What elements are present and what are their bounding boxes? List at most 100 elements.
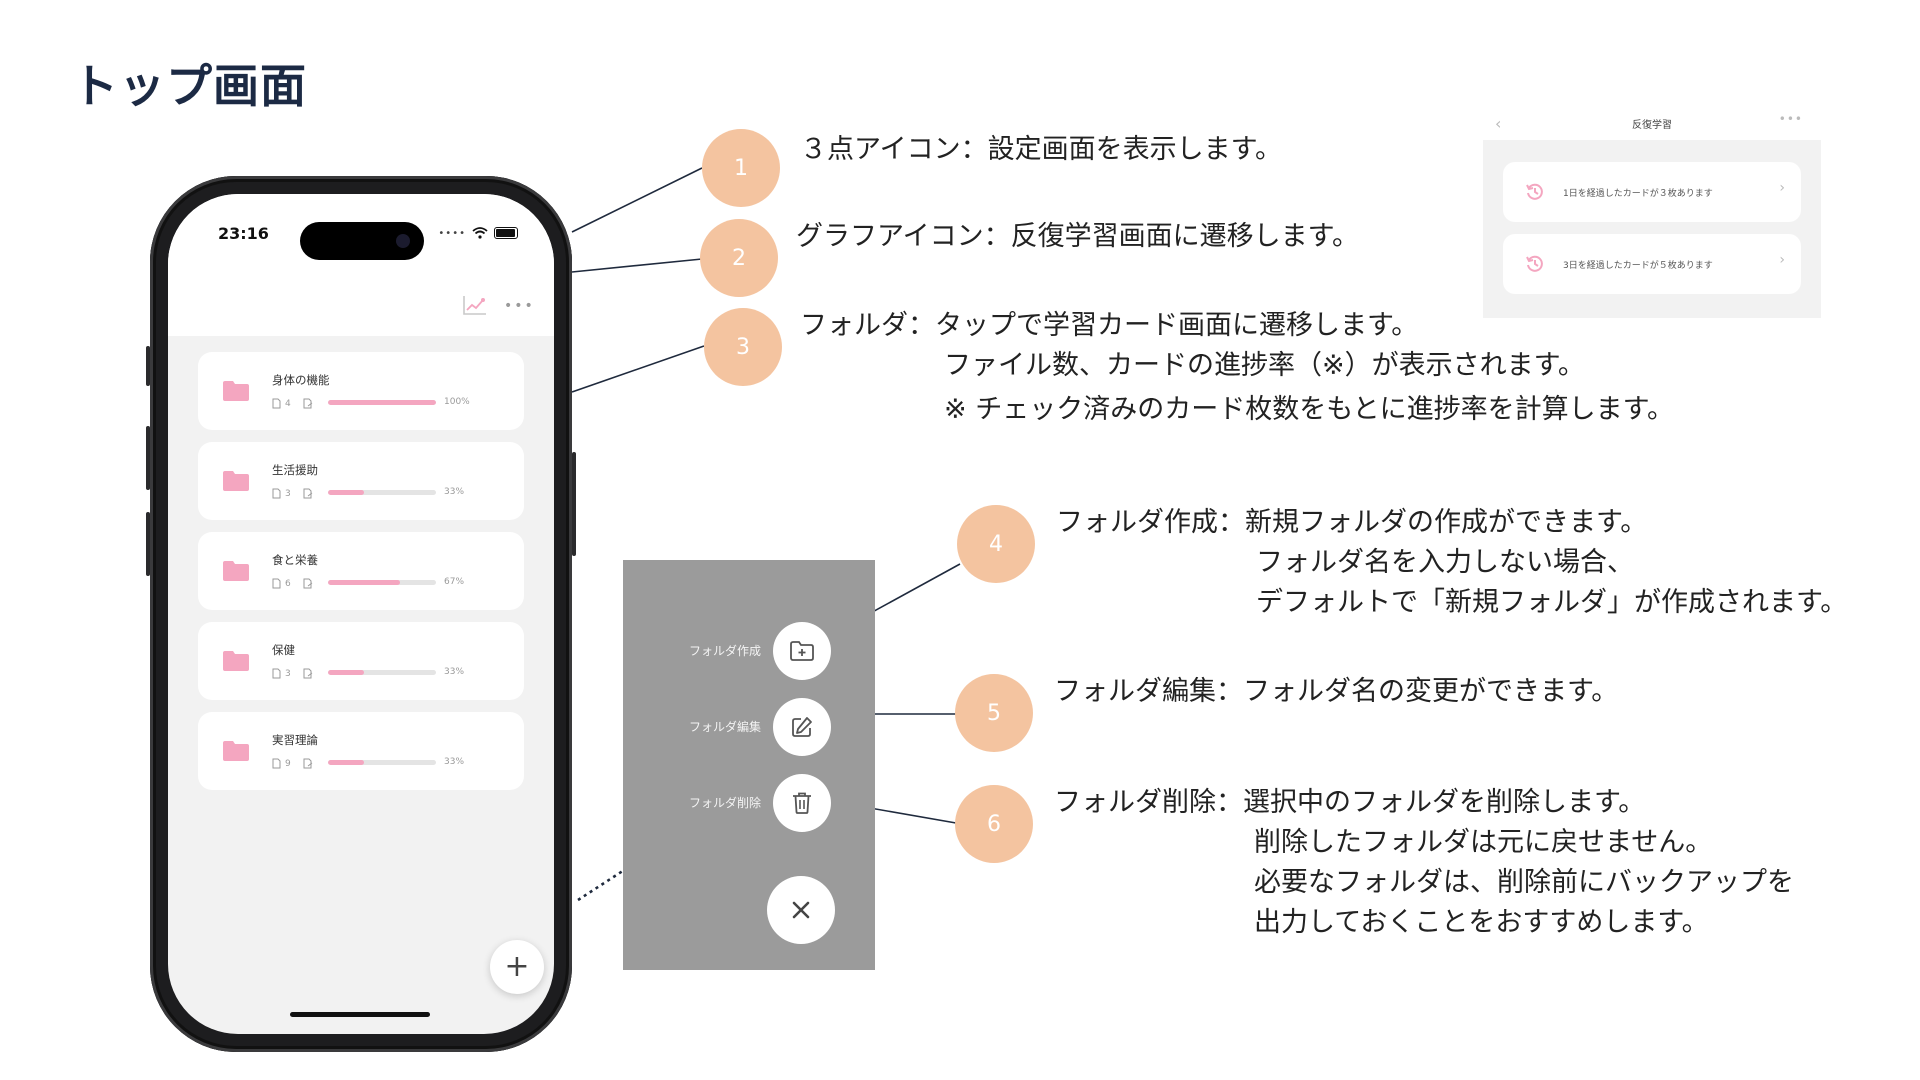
- review-item-text: 3日を経過したカードが５枚あります: [1563, 261, 1713, 271]
- folder-name: 食と栄養: [272, 553, 318, 567]
- card-icon: [303, 668, 313, 679]
- chevron-right-icon: ›: [1779, 180, 1785, 196]
- progress-fill: [328, 400, 436, 405]
- folder-meta: 6: [272, 578, 313, 589]
- callout-badge: 2: [700, 219, 778, 297]
- callout-text: フォルダ削除：選択中のフォルダを削除します。: [1054, 787, 1646, 818]
- progress-bar: [328, 490, 436, 495]
- page-title: トップ画面: [72, 59, 307, 113]
- file-icon: [272, 398, 281, 409]
- callout-text: 削除したフォルダは元に戻せません。: [1254, 827, 1713, 858]
- file-count: 9: [285, 758, 291, 769]
- add-button[interactable]: +: [490, 940, 544, 994]
- progress-label: 33%: [444, 757, 465, 767]
- review-item[interactable]: 1日を経過したカードが３枚あります ›: [1503, 162, 1801, 222]
- graph-icon[interactable]: [462, 294, 488, 316]
- file-icon: [272, 488, 281, 499]
- callout-badge: 4: [957, 505, 1035, 583]
- wifi-icon: [472, 227, 488, 239]
- trash-icon: [793, 792, 811, 814]
- review-screen-title: 反復学習: [1632, 120, 1672, 131]
- pencil-square-icon: [792, 717, 812, 737]
- folder-card[interactable]: 食と栄養 6 67%: [198, 532, 524, 610]
- folder-card[interactable]: 保健 3 33%: [198, 622, 524, 700]
- folder-name: 身体の機能: [272, 373, 330, 387]
- status-time: 23:16: [218, 224, 269, 243]
- folder-icon: [223, 651, 249, 671]
- home-indicator: [290, 1012, 430, 1017]
- file-icon: [272, 668, 281, 679]
- card-icon: [303, 488, 313, 499]
- folder-card[interactable]: 身体の機能 4 100%: [198, 352, 524, 430]
- folder-icon: [223, 381, 249, 401]
- signal-icon: ••••: [438, 227, 466, 239]
- nav-bar: [168, 284, 554, 336]
- folder-meta: 4: [272, 398, 313, 409]
- progress-label: 33%: [444, 667, 465, 677]
- history-icon: [1526, 183, 1543, 200]
- close-menu-button[interactable]: [767, 876, 835, 944]
- folder-meta: 3: [272, 488, 313, 499]
- menu-label-create: フォルダ作成: [688, 644, 761, 658]
- review-item-text: 1日を経過したカードが３枚あります: [1563, 189, 1713, 199]
- folder-meta: 3: [272, 668, 313, 679]
- folder-meta: 9: [272, 758, 313, 769]
- callout-text: フォルダ：タップで学習カード画面に遷移します。: [800, 310, 1419, 341]
- progress-fill: [328, 670, 364, 675]
- dynamic-island: [300, 222, 424, 260]
- progress-fill: [328, 490, 364, 495]
- callout-text: ※ チェック済みのカード枚数をもとに進捗率を計算します。: [944, 394, 1674, 425]
- progress-fill: [328, 580, 401, 585]
- card-icon: [303, 758, 313, 769]
- more-icon[interactable]: •••: [504, 298, 535, 314]
- callout-text: フォルダ作成：新規フォルダの作成ができます。: [1056, 507, 1648, 538]
- battery-icon: [494, 227, 518, 239]
- menu-label-delete: フォルダ削除: [688, 796, 761, 810]
- callout-text: 出力しておくことをおすすめします。: [1254, 907, 1709, 938]
- progress-bar: [328, 670, 436, 675]
- callout-text: フォルダ名を入力しない場合、: [1256, 547, 1634, 578]
- file-count: 4: [285, 398, 291, 409]
- callout-text: 必要なフォルダは、削除前にバックアップを: [1254, 867, 1794, 898]
- close-icon: [792, 901, 810, 919]
- file-icon: [272, 758, 281, 769]
- folder-action-menu: フォルダ作成 フォルダ編集 フォルダ削除: [623, 560, 875, 970]
- card-icon: [303, 398, 313, 409]
- folder-icon: [223, 741, 249, 761]
- create-folder-button[interactable]: [773, 622, 831, 680]
- callout-text: フォルダ編集：フォルダ名の変更ができます。: [1054, 676, 1619, 707]
- progress-bar: [328, 400, 436, 405]
- progress-bar: [328, 580, 436, 585]
- file-icon: [272, 578, 281, 589]
- callout-badge: 6: [955, 785, 1033, 863]
- callout-badge: 3: [704, 308, 782, 386]
- more-icon[interactable]: •••: [1778, 112, 1803, 126]
- progress-bar: [328, 760, 436, 765]
- chevron-right-icon: ›: [1779, 252, 1785, 268]
- review-item[interactable]: 3日を経過したカードが５枚あります ›: [1503, 234, 1801, 294]
- delete-folder-button[interactable]: [773, 774, 831, 832]
- review-screen-thumbnail: 1日を経過したカードが３枚あります › 3日を経過したカードが５枚あります ›: [1483, 140, 1821, 318]
- status-icons: ••••: [438, 226, 518, 240]
- folder-name: 保健: [272, 643, 295, 657]
- history-icon: [1526, 255, 1543, 272]
- callout-text: デフォルトで「新規フォルダ」が作成されます。: [1256, 587, 1848, 618]
- card-icon: [303, 578, 313, 589]
- back-chevron-icon[interactable]: ‹: [1495, 114, 1502, 133]
- callout-badge: 1: [702, 129, 780, 207]
- folder-plus-icon: [790, 641, 814, 661]
- file-count: 3: [285, 668, 291, 679]
- callout-badge: 5: [955, 674, 1033, 752]
- menu-label-edit: フォルダ編集: [688, 720, 761, 734]
- progress-label: 67%: [444, 577, 465, 587]
- callout-text: グラフアイコン：反復学習画面に遷移します。: [796, 221, 1359, 252]
- review-screen-header: ‹ 反復学習 •••: [1483, 108, 1821, 140]
- edit-folder-button[interactable]: [773, 698, 831, 756]
- file-count: 6: [285, 578, 291, 589]
- progress-label: 100%: [444, 397, 470, 407]
- progress-label: 33%: [444, 487, 465, 497]
